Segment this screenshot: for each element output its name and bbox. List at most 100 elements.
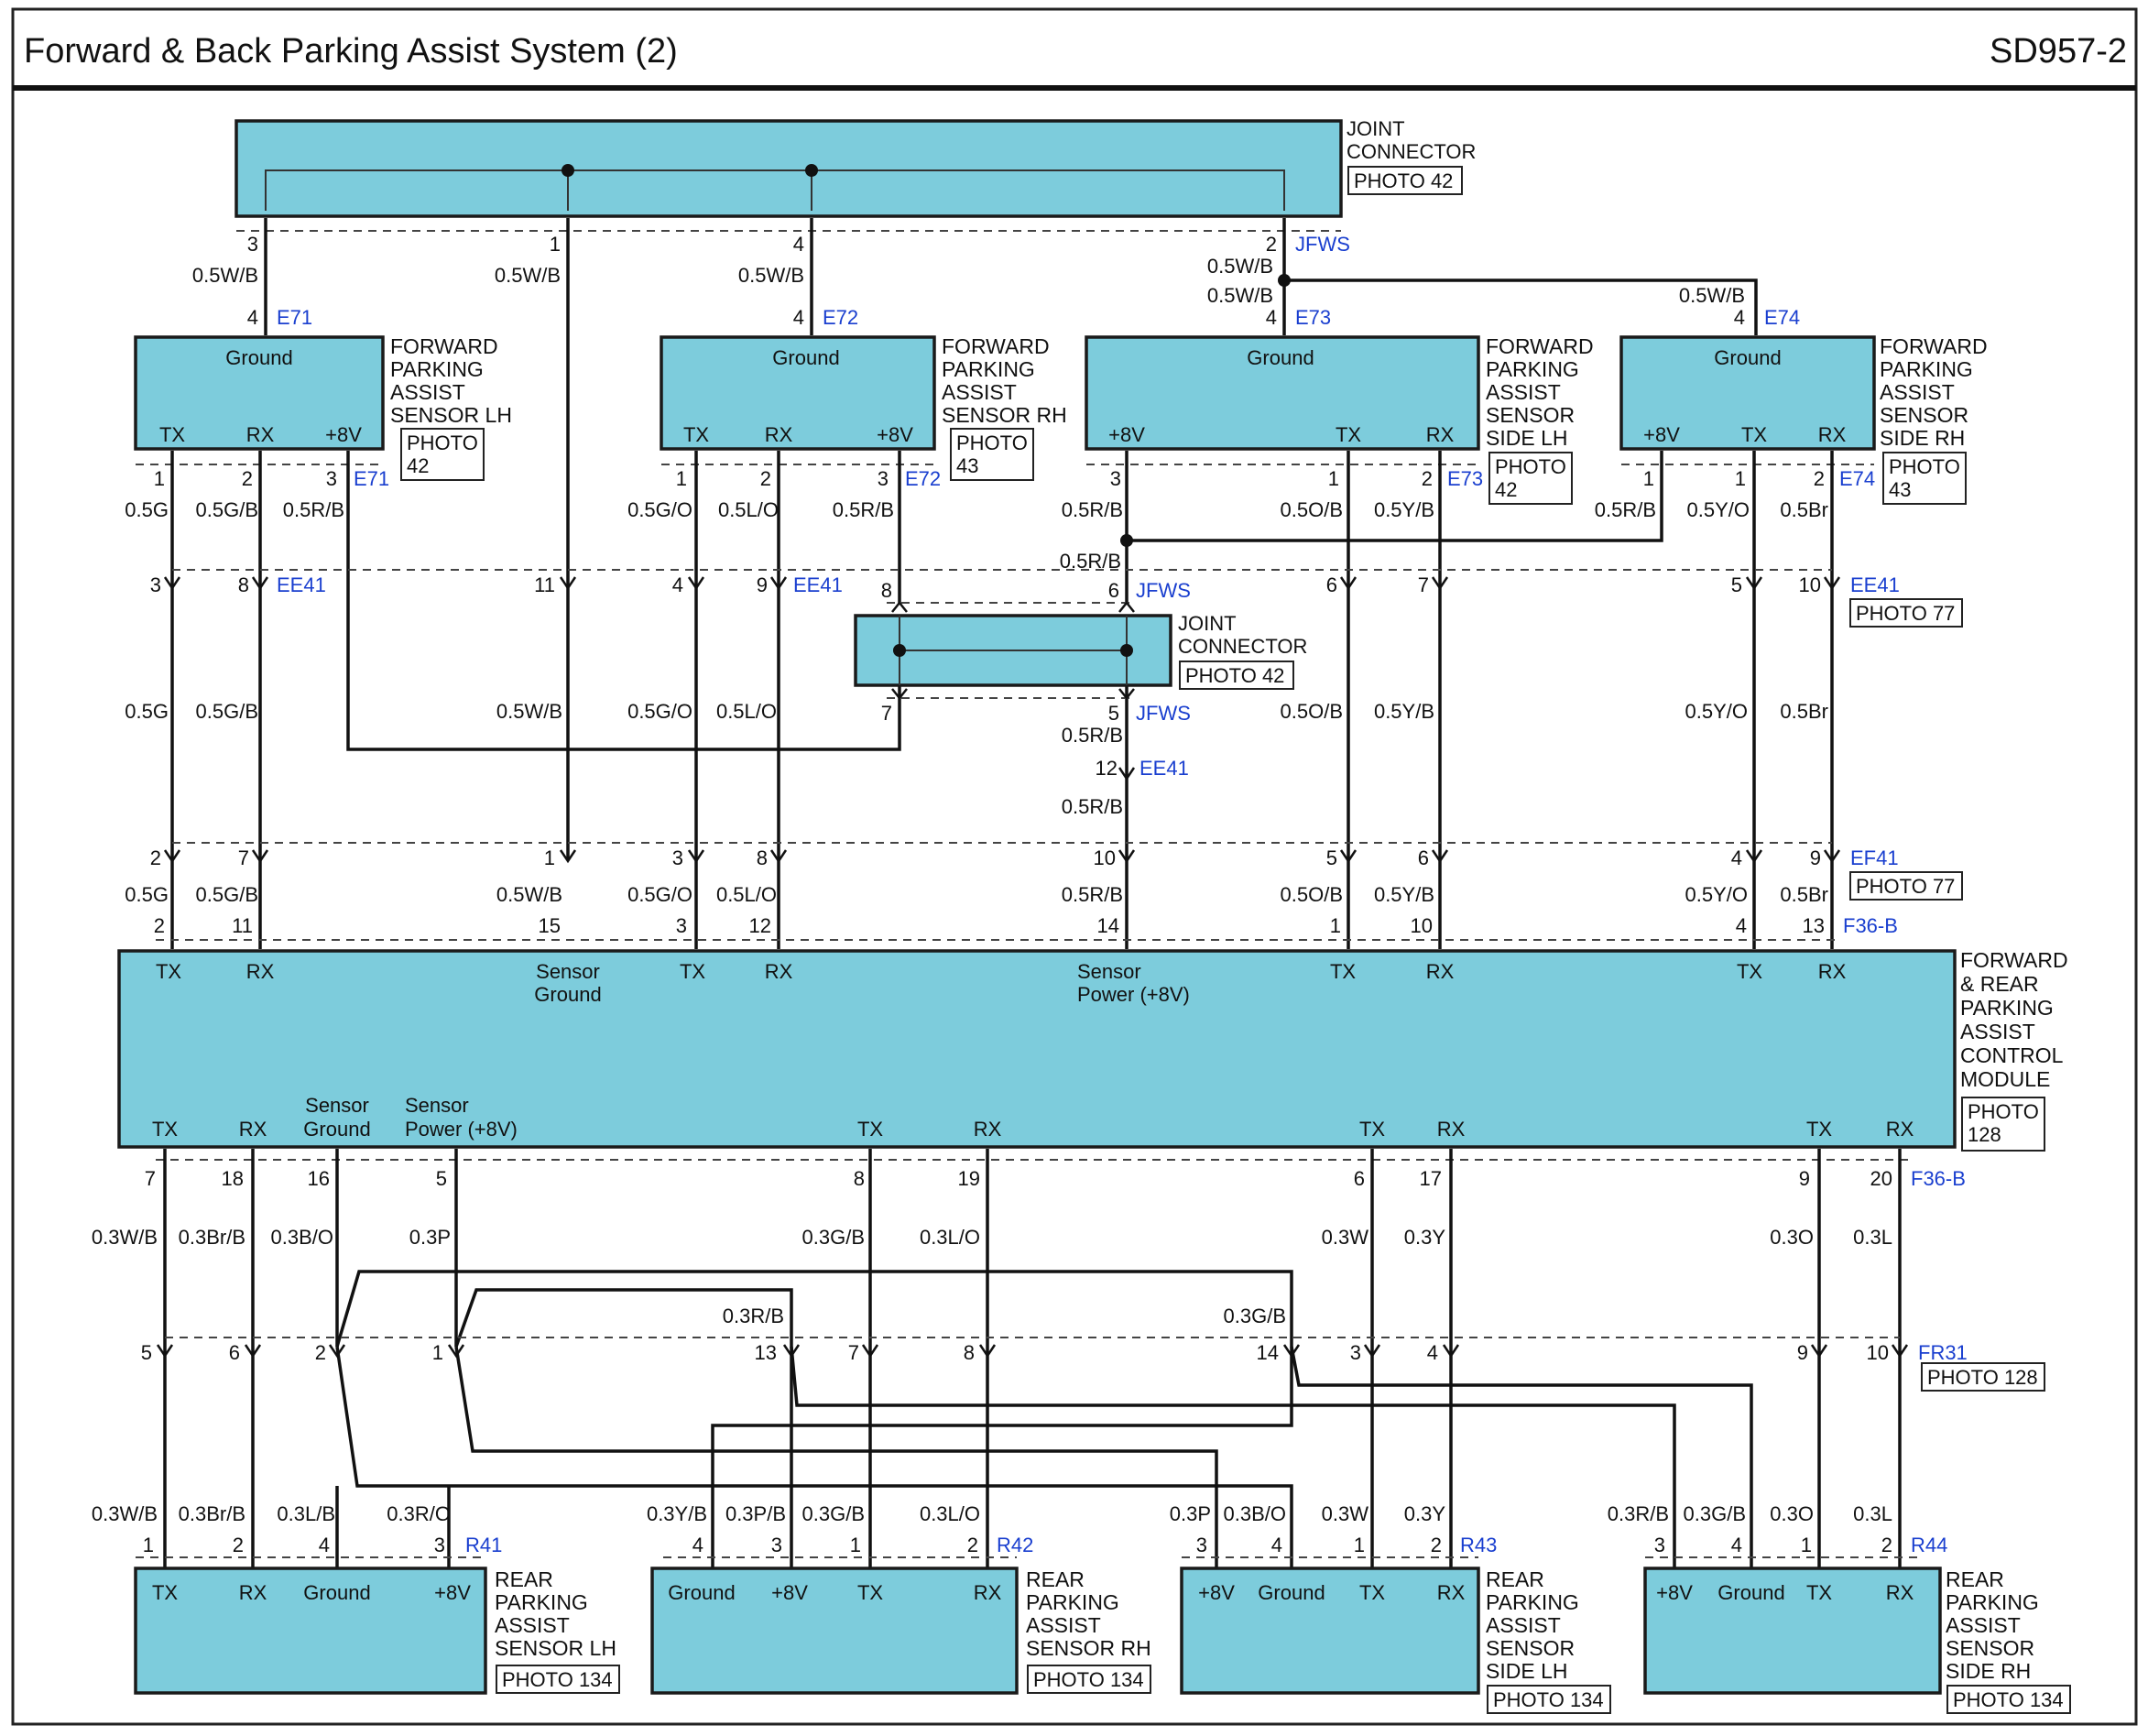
svg-text:12: 12 <box>1096 757 1118 780</box>
svg-text:0.5G/O: 0.5G/O <box>627 498 692 521</box>
svg-text:+8V: +8V <box>434 1581 471 1604</box>
svg-text:ASSIST: ASSIST <box>1486 1613 1561 1637</box>
svg-text:PHOTO 77: PHOTO 77 <box>1856 602 1955 625</box>
svg-text:SENSOR RH: SENSOR RH <box>942 403 1067 427</box>
svg-text:3: 3 <box>676 914 687 937</box>
svg-text:14: 14 <box>1257 1341 1279 1364</box>
svg-text:RX: RX <box>1437 1118 1466 1141</box>
svg-text:Ground: Ground <box>772 346 839 369</box>
svg-text:0.3O: 0.3O <box>1770 1226 1814 1249</box>
svg-text:PARKING: PARKING <box>495 1590 588 1614</box>
svg-text:PARKING: PARKING <box>1960 996 2054 1020</box>
svg-text:5: 5 <box>141 1341 152 1364</box>
svg-text:Sensor: Sensor <box>536 960 600 983</box>
svg-text:42: 42 <box>407 454 429 477</box>
svg-text:RX: RX <box>239 1581 267 1604</box>
svg-text:1: 1 <box>1328 467 1339 490</box>
svg-text:0.5W/B: 0.5W/B <box>738 264 804 287</box>
svg-text:Ground: Ground <box>1258 1581 1325 1604</box>
svg-text:0.3G/B: 0.3G/B <box>802 1226 865 1249</box>
svg-text:1: 1 <box>1801 1534 1812 1556</box>
svg-text:0.5G: 0.5G <box>125 498 169 521</box>
front-wires <box>170 451 1834 949</box>
svg-text:10: 10 <box>1411 914 1433 937</box>
svg-text:Ground: Ground <box>1247 346 1314 369</box>
svg-text:TX: TX <box>857 1118 883 1141</box>
svg-text:3: 3 <box>1196 1534 1207 1556</box>
sensor-forward-lh: Ground TX RX +8V 4 E71 FORWARD PARKING A… <box>134 306 512 481</box>
svg-text:PARKING: PARKING <box>1486 1590 1579 1614</box>
svg-text:0.5G: 0.5G <box>125 883 169 906</box>
svg-text:4: 4 <box>1734 306 1745 329</box>
svg-text:F36-B: F36-B <box>1911 1167 1966 1190</box>
svg-text:0.5W/B: 0.5W/B <box>1207 284 1273 307</box>
svg-text:ASSIST: ASSIST <box>390 380 465 404</box>
svg-text:Power (+8V): Power (+8V) <box>1077 983 1190 1006</box>
svg-text:2: 2 <box>1881 1534 1892 1556</box>
svg-text:5: 5 <box>1326 846 1337 869</box>
svg-text:0.3P: 0.3P <box>409 1226 451 1249</box>
svg-text:0.5R/B: 0.5R/B <box>1062 795 1123 818</box>
sensor-rear-side-rh: +8V Ground TX RX REAR PARKING ASSIST SEN… <box>1643 1567 2071 1714</box>
svg-text:0.5R/B: 0.5R/B <box>833 498 894 521</box>
svg-text:RX: RX <box>246 423 275 446</box>
svg-text:TX: TX <box>680 960 705 983</box>
svg-text:7: 7 <box>238 846 249 869</box>
svg-text:REAR: REAR <box>1946 1567 2004 1591</box>
svg-text:5: 5 <box>1731 573 1742 596</box>
svg-text:13: 13 <box>755 1341 777 1364</box>
svg-text:0.5G/B: 0.5G/B <box>196 883 258 906</box>
svg-text:0.5O/B: 0.5O/B <box>1281 498 1343 521</box>
svg-text:4: 4 <box>1731 846 1742 869</box>
svg-text:3: 3 <box>878 467 889 490</box>
svg-text:4: 4 <box>1266 306 1277 329</box>
svg-text:0.5R/B: 0.5R/B <box>1060 550 1121 573</box>
svg-text:PHOTO 134: PHOTO 134 <box>1953 1688 2064 1711</box>
f36b-bottom-labels: 7 18 16 5 8 19 6 17 9 20 F36-B <box>145 1167 1966 1190</box>
svg-text:0.5O/B: 0.5O/B <box>1281 700 1343 723</box>
svg-text:E74: E74 <box>1764 306 1800 329</box>
svg-text:RX: RX <box>765 423 793 446</box>
svg-text:0.3G/B: 0.3G/B <box>802 1502 865 1525</box>
rear-wires <box>163 1149 1902 1568</box>
svg-text:1: 1 <box>154 467 165 490</box>
svg-text:FORWARD: FORWARD <box>1960 948 2068 972</box>
sensor-forward-side-lh: Ground +8V TX RX 4 E73 FORWARD PARKING A… <box>1085 306 1594 505</box>
svg-text:14: 14 <box>1097 914 1119 937</box>
svg-text:R43: R43 <box>1460 1534 1497 1556</box>
svg-text:Power (+8V): Power (+8V) <box>405 1118 518 1141</box>
svg-text:& REAR: & REAR <box>1960 972 2039 996</box>
svg-text:0.5Y/O: 0.5Y/O <box>1687 498 1750 521</box>
svg-text:TX: TX <box>1806 1118 1832 1141</box>
svg-text:E71: E71 <box>354 467 389 490</box>
svg-text:3: 3 <box>1350 1341 1361 1364</box>
f36b-top-labels: 2 11 15 3 12 14 1 10 4 13 F36-B <box>154 914 1898 937</box>
svg-text:SIDE RH: SIDE RH <box>1880 426 1965 450</box>
svg-text:Ground: Ground <box>303 1581 370 1604</box>
svg-text:FORWARD: FORWARD <box>942 334 1050 358</box>
svg-text:6: 6 <box>1326 573 1337 596</box>
diagram-code: SD957-2 <box>1990 32 2127 71</box>
joint-connector-mid-labels: 8 6 JFWS 7 5 JFWS JOINT CONNECTOR PHOTO … <box>881 579 1308 725</box>
svg-text:4: 4 <box>319 1534 330 1556</box>
svg-text:2: 2 <box>1422 467 1433 490</box>
svg-text:RX: RX <box>1818 423 1847 446</box>
svg-text:JOINT: JOINT <box>1347 117 1405 140</box>
svg-text:2: 2 <box>150 846 161 869</box>
svg-text:3: 3 <box>672 846 683 869</box>
svg-text:R41: R41 <box>465 1534 502 1556</box>
fr31-labels: 5 6 2 1 13 7 8 14 3 4 9 10 FR31 PHOTO 12… <box>141 1341 2045 1392</box>
svg-text:9: 9 <box>1797 1341 1808 1364</box>
low-wire-labels: 0.5G 0.5G/B 0.5W/B 0.5G/O 0.5L/O 0.5R/B … <box>125 883 1828 906</box>
svg-text:REAR: REAR <box>1486 1567 1544 1591</box>
svg-text:PARKING: PARKING <box>1880 357 1973 381</box>
svg-text:SENSOR RH: SENSOR RH <box>1026 1636 1151 1660</box>
svg-text:TX: TX <box>1737 960 1762 983</box>
svg-text:5: 5 <box>1108 702 1119 725</box>
svg-text:+8V: +8V <box>1198 1581 1235 1604</box>
svg-text:PHOTO 42: PHOTO 42 <box>1354 169 1453 192</box>
svg-text:0.3R/B: 0.3R/B <box>1608 1502 1669 1525</box>
diagram-title: Forward & Back Parking Assist System (2) <box>24 32 678 71</box>
svg-text:1: 1 <box>1643 467 1654 490</box>
ef41-arrows <box>163 849 1841 864</box>
